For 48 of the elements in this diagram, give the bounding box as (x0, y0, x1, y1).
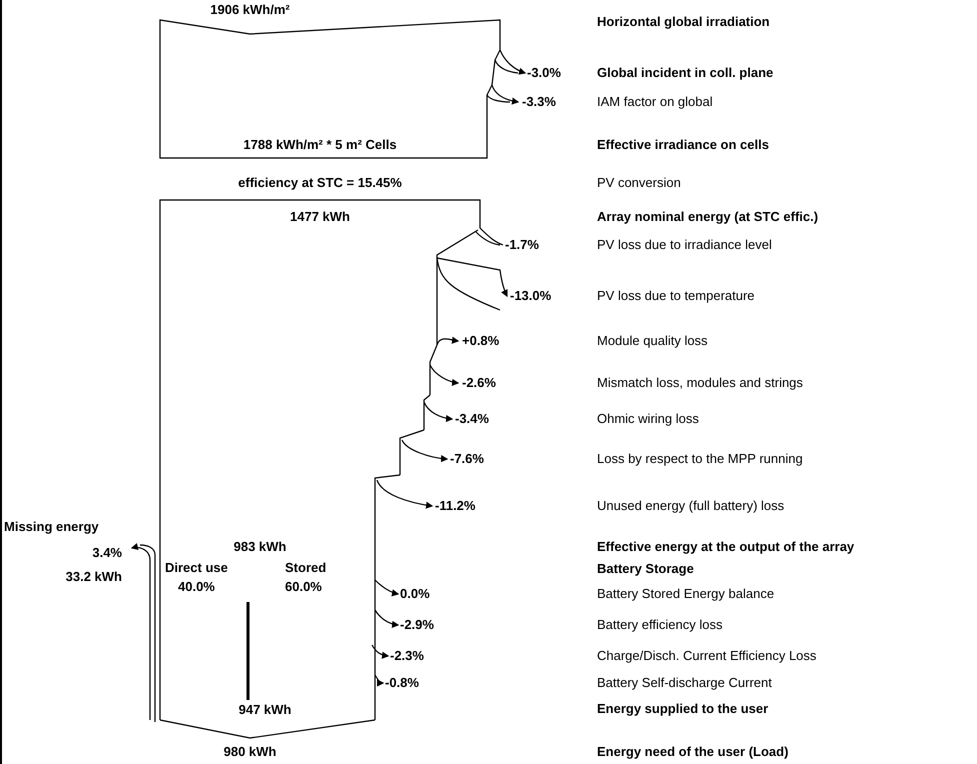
loss-percentage: -2.6% (462, 375, 496, 391)
split-percentage: 60.0% (285, 579, 322, 595)
step-label: Missing energy (4, 519, 99, 535)
step-label: Effective energy at the output of the array (597, 539, 854, 555)
energy-value: 1906 kWh/m² (210, 2, 290, 18)
energy-value: 1788 kWh/m² * 5 m² Cells (243, 137, 397, 153)
loss-percentage: -0.8% (385, 675, 419, 691)
step-label: Ohmic wiring loss (597, 411, 699, 427)
step-label: Loss by respect to the MPP running (597, 451, 803, 467)
loss-percentage: -7.6% (450, 451, 484, 467)
step-label: Battery efficiency loss (597, 617, 722, 633)
loss-percentage: -13.0% (510, 288, 552, 304)
step-label: Module quality loss (597, 333, 708, 349)
step-label: IAM factor on global (597, 94, 713, 110)
loss-percentage: -3.3% (522, 94, 556, 110)
loss-percentage: 0.0% (400, 586, 430, 602)
loss-percentage: -2.3% (390, 648, 424, 664)
step-label: PV loss due to temperature (597, 288, 755, 304)
step-label: Battery Stored Energy balance (597, 586, 774, 602)
loss-percentage: -11.2% (435, 498, 476, 514)
step-label: Global incident in coll. plane (597, 65, 774, 81)
loss-percentage: -2.9% (400, 617, 434, 633)
loss-percentage: -3.4% (455, 411, 489, 427)
efficiency-value: efficiency at STC = 15.45% (238, 175, 402, 191)
step-label: PV conversion (597, 175, 681, 191)
loss-percentage: -3.0% (527, 65, 561, 81)
energy-value: 1477 kWh (290, 209, 350, 225)
step-label: PV loss due to irradiance level (597, 237, 772, 253)
energy-value: 947 kWh (238, 702, 292, 718)
loss-percentage: 3.4% (92, 545, 122, 561)
loss-percentage: -1.7% (505, 237, 539, 253)
step-label: Battery Storage (597, 561, 694, 577)
step-label: Energy supplied to the user (597, 701, 768, 717)
split-label: Direct use (165, 560, 228, 576)
energy-value: 983 kWh (234, 539, 286, 555)
step-label: Energy need of the user (Load) (597, 744, 788, 760)
energy-value: 33.2 kWh (66, 569, 122, 585)
split-label: Stored (285, 560, 326, 576)
step-label: Effective irradiance on cells (597, 137, 769, 153)
step-label: Array nominal energy (at STC effic.) (597, 209, 818, 225)
split-percentage: 40.0% (178, 579, 215, 595)
step-label: Mismatch loss, modules and strings (597, 375, 803, 391)
gain-percentage: +0.8% (462, 333, 500, 349)
step-label: Battery Self-discharge Current (597, 675, 772, 691)
step-label: Charge/Disch. Current Efficiency Loss (597, 648, 816, 664)
energy-value: 980 kWh (224, 744, 276, 760)
step-label: Horizontal global irradiation (597, 14, 770, 30)
step-label: Unused energy (full battery) loss (597, 498, 784, 514)
